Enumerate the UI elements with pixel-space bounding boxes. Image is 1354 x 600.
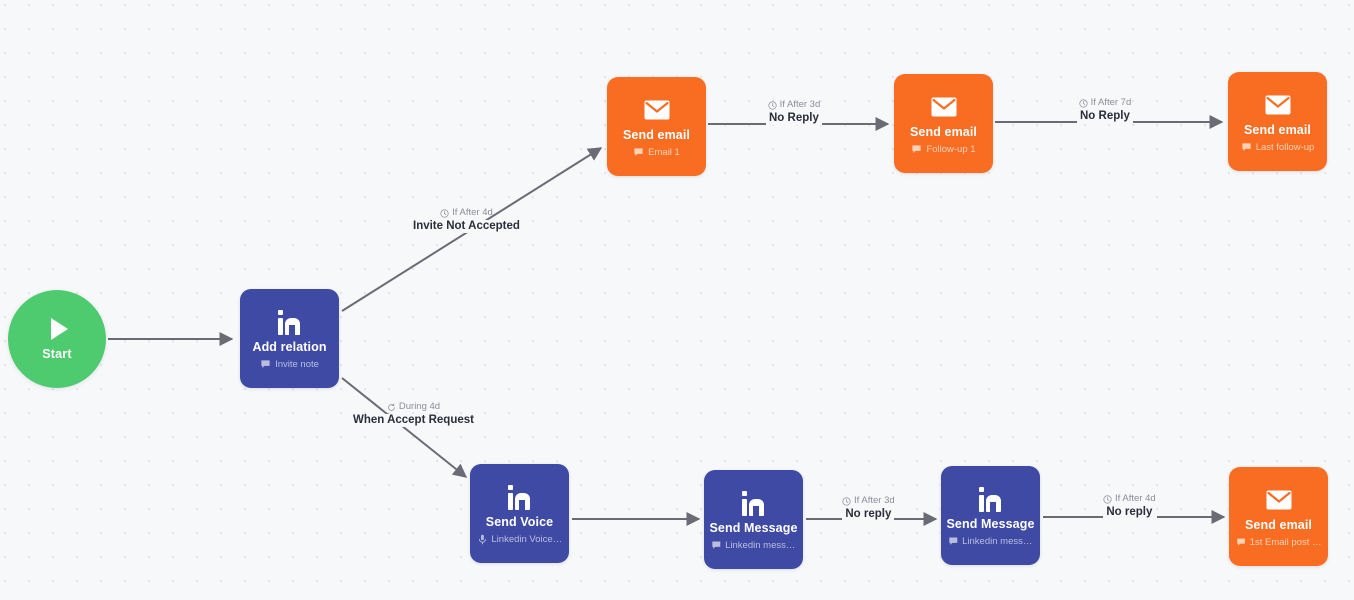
envelope-icon	[644, 95, 670, 125]
edge-label-text: No reply	[842, 508, 895, 522]
node-subtitle: Linkedin Voice ...	[474, 534, 566, 545]
edge-label-text: When Accept Request	[350, 414, 477, 428]
node-title: Send Message	[709, 520, 798, 535]
node-subtitle: Follow-up 1	[908, 144, 978, 155]
node-subtitle: Last follow-up	[1238, 142, 1318, 153]
edge-label-no-reply-3d-bottom[interactable]: If After 3d No reply	[842, 495, 895, 522]
node-subtitle: Email 1	[630, 147, 683, 158]
message-icon	[711, 541, 720, 550]
node-title: Send email	[910, 124, 977, 139]
edge-condition: If After 3d	[768, 99, 821, 110]
start-node-label: Start	[42, 346, 72, 361]
node-subtitle-text: Follow-up 1	[926, 144, 976, 155]
message-icon	[1242, 143, 1251, 152]
edge-label-invite-not-accepted[interactable]: If After 4d Invite Not Accepted	[410, 207, 523, 234]
node-title: Add relation	[252, 339, 327, 354]
start-node[interactable]: Start	[8, 290, 106, 388]
clock-icon	[1079, 99, 1088, 108]
edge-label-no-reply-4d-bottom[interactable]: If After 4d No reply	[1103, 493, 1156, 520]
edge-label-no-reply-3d[interactable]: If After 3d No Reply	[766, 99, 822, 126]
linkedin-icon	[277, 307, 303, 337]
envelope-icon	[1265, 90, 1291, 120]
node-title: Send email	[623, 127, 690, 142]
play-icon	[50, 317, 68, 340]
edge-condition: If After 4d	[440, 207, 493, 218]
envelope-icon	[931, 92, 957, 122]
node-send-email-3[interactable]: Send email Last follow-up	[1228, 72, 1327, 171]
node-add-relation[interactable]: Add relation Invite note	[240, 289, 339, 388]
edge-condition: If After 3d	[842, 495, 895, 506]
message-icon	[948, 537, 957, 546]
node-send-voice[interactable]: Send Voice Linkedin Voice ...	[470, 464, 569, 563]
envelope-icon	[1266, 485, 1292, 515]
node-subtitle-text: Linkedin messa...	[725, 540, 797, 551]
refresh-icon	[388, 403, 395, 411]
message-icon	[1236, 539, 1245, 547]
node-send-email-4[interactable]: Send email 1st Email post Li...	[1229, 467, 1328, 566]
node-subtitle: Invite note	[257, 359, 322, 370]
node-send-email-1[interactable]: Send email Email 1	[607, 77, 706, 176]
node-send-email-2[interactable]: Send email Follow-up 1	[894, 74, 993, 173]
edge-label-no-reply-7d[interactable]: If After 7d No Reply	[1077, 97, 1133, 124]
edge-condition-text: During 4d	[398, 401, 441, 412]
edge-label-text: No reply	[1103, 506, 1156, 520]
node-title: Send email	[1245, 517, 1312, 532]
microphone-icon	[478, 535, 486, 545]
message-icon	[912, 145, 922, 154]
edge-condition: If After 7d	[1079, 97, 1132, 108]
clock-icon	[768, 101, 777, 110]
edge-condition: During 4d	[387, 401, 441, 412]
edge-add-relation-to-send-voice	[341, 377, 468, 478]
edge-condition-text: If After 3d	[854, 495, 895, 506]
node-subtitle-text: Email 1	[648, 147, 680, 158]
message-icon	[634, 148, 643, 157]
node-subtitle-text: Last follow-up	[1255, 142, 1315, 153]
edge-label-text: Invite Not Accepted	[410, 220, 523, 234]
node-title: Send Message	[946, 516, 1035, 531]
edge-condition: If After 4d	[1103, 493, 1156, 504]
message-icon	[261, 360, 270, 369]
node-send-message-1[interactable]: Send Message Linkedin messa...	[704, 470, 803, 569]
clock-icon	[1103, 495, 1112, 504]
node-subtitle-text: 1st Email post Li...	[1249, 537, 1322, 548]
edge-label-when-accept-request[interactable]: During 4d When Accept Request	[350, 401, 477, 428]
edge-label-text: No Reply	[766, 112, 822, 126]
edge-label-text: No Reply	[1077, 110, 1133, 124]
edge-condition-text: If After 4d	[1115, 493, 1156, 504]
node-title: Send email	[1244, 122, 1311, 137]
clock-icon	[440, 209, 449, 218]
node-subtitle: 1st Email post Li...	[1233, 537, 1325, 548]
edge-condition-text: If After 3d	[779, 99, 821, 110]
clock-icon	[842, 497, 851, 506]
node-subtitle-text: Invite note	[275, 359, 319, 370]
node-subtitle: Linkedin messa...	[708, 540, 800, 551]
node-subtitle: Linkedin messa...	[945, 536, 1037, 547]
node-subtitle-text: Linkedin messa...	[962, 536, 1034, 547]
edge-condition-text: If After 7d	[1090, 97, 1132, 108]
node-subtitle-text: Linkedin Voice ...	[491, 534, 563, 545]
linkedin-icon	[507, 482, 533, 512]
edge-condition-text: If After 4d	[452, 207, 493, 218]
linkedin-icon	[741, 488, 767, 518]
node-title: Send Voice	[485, 514, 554, 529]
node-send-message-2[interactable]: Send Message Linkedin messa...	[941, 466, 1040, 565]
linkedin-icon	[978, 484, 1004, 514]
